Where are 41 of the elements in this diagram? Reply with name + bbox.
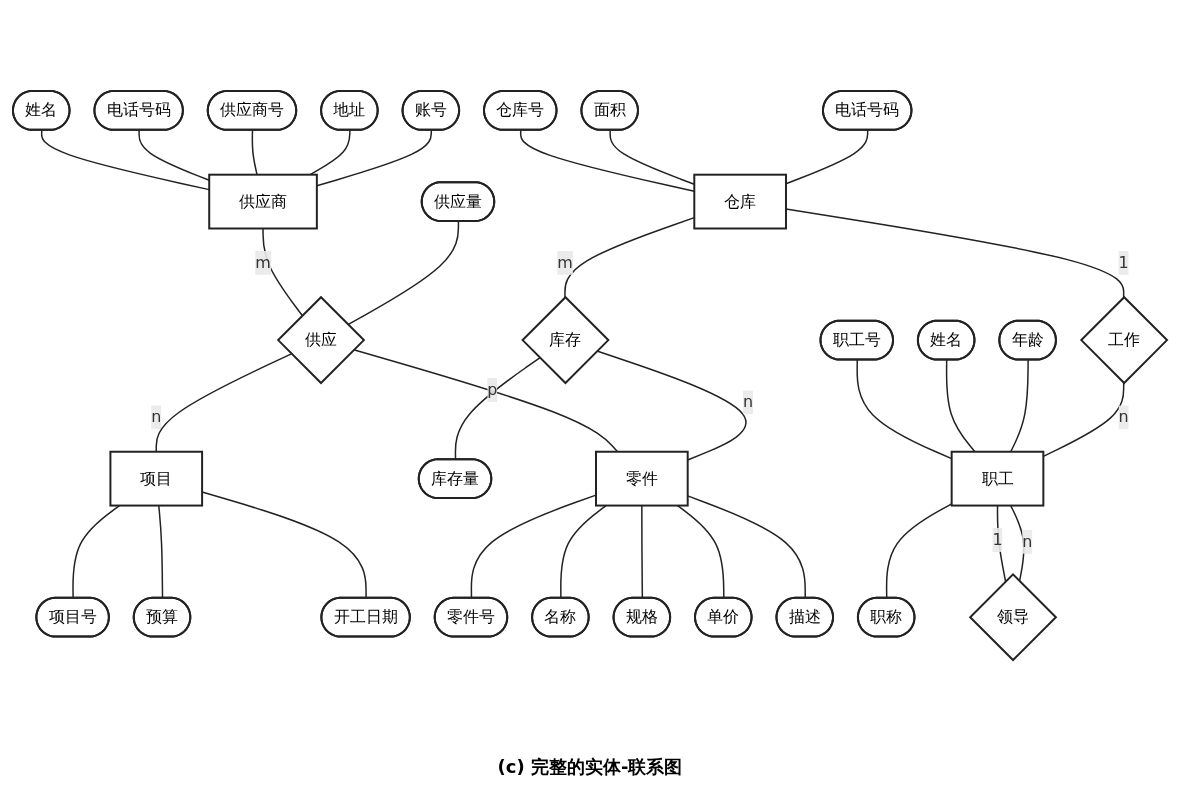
connector: [785, 129, 869, 185]
connector: [138, 129, 210, 181]
edge-label: n: [743, 392, 754, 412]
node-box: 零件: [595, 450, 689, 507]
connector: [347, 220, 460, 326]
connector: [454, 357, 541, 461]
connector: [676, 504, 725, 599]
node-diamond: 领导: [968, 572, 1058, 662]
connector: [885, 503, 953, 599]
edge-label: n: [151, 407, 162, 427]
edge-label: 1: [992, 529, 1003, 549]
edge-label: m: [557, 252, 573, 272]
connector: [40, 129, 210, 191]
connector: [945, 359, 976, 453]
connector: [262, 227, 303, 317]
node-diamond: 工作: [1079, 295, 1169, 385]
caption: (c) 完整的实体-联系图: [497, 755, 683, 779]
edge-label: p: [487, 380, 498, 399]
edge-label: m: [255, 252, 271, 272]
connector: [72, 504, 121, 599]
connector: [641, 504, 644, 599]
node-box: 仓库: [693, 173, 787, 230]
connector: [155, 353, 293, 453]
node-box: 供应商: [208, 173, 318, 230]
connector: [316, 129, 433, 187]
connector: [785, 208, 1125, 298]
connector: [470, 494, 597, 599]
connector: [1010, 359, 1029, 453]
connector: [596, 350, 747, 461]
edge-label: n: [1118, 407, 1129, 427]
edge-label: 1: [1118, 252, 1129, 272]
node-diamond: 库存: [521, 295, 610, 385]
node-box: 职工: [950, 450, 1045, 507]
connector: [560, 504, 607, 599]
connector: [309, 129, 351, 176]
node-diamond: 供应: [276, 295, 366, 385]
connector: [158, 504, 164, 599]
node-box: 项目: [109, 450, 204, 507]
connector: [353, 349, 619, 453]
connector: [251, 129, 258, 176]
edge-label: n: [1022, 531, 1033, 551]
